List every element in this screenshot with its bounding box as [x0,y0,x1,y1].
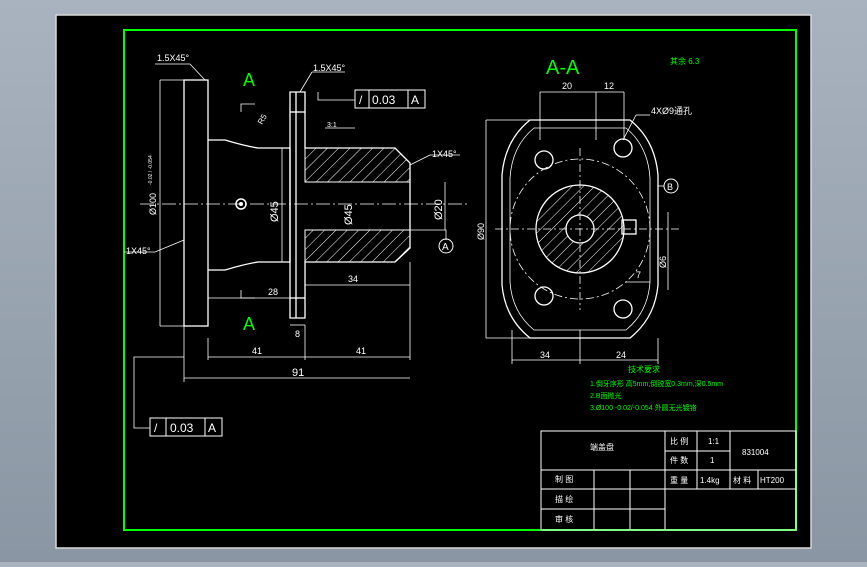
dimension-lines [124,63,460,429]
front-view-labels: 1.5X45° 1.5X45° 1X45° 1X45° Ø100 -0.02 /… [126,53,457,379]
dim-holes: 4XØ9通孔 [651,106,692,116]
section-labels: B 20 12 4XØ9通孔 Ø90 34 24 7 Ø6 [476,81,692,360]
section-dim-lines [485,91,680,364]
tol-top-datum: A [411,93,419,107]
check-label: 描 绘 [555,494,573,504]
weight-value: 1.4kg [700,476,720,485]
dim-taper: 3:1 [327,122,337,129]
dim-28: 28 [268,287,278,297]
roughness-note: 其余 6.3 [670,56,700,66]
dim-91: 91 [292,367,304,379]
tol-bottom-datum: A [208,421,216,435]
review-label: 审 核 [555,514,573,524]
dim-left-chamfer: 1X45° [126,246,151,256]
flange-disc [183,79,209,327]
view-mark-bottom: A [243,314,255,334]
notes-title: 技术要求 [628,364,660,374]
tol-top-symbol: / [359,93,363,107]
title-block [540,430,797,531]
tol-bottom-value: 0.03 [170,421,194,435]
part-name: 端盖盘 [590,442,614,452]
dim-7: 7 [636,270,641,280]
dim-41b: 41 [356,346,366,356]
section-title: A-A [546,57,580,79]
tol-bottom-symbol: / [154,421,158,435]
pin-slot [621,219,637,235]
section-hatch-lower [304,229,411,263]
dim-12: 12 [604,81,614,91]
dim-d45-outer: Ø45 [269,201,281,222]
dim-d20: Ø20 [433,199,445,220]
dim-flange-chamfer: 1.5X45° [157,53,190,63]
scale-value: 1:1 [708,437,720,446]
technical-notes: 技术要求 1.倒牙序形 高5mm,倒锐宽0.3mm,深0.5mm 2.B面抛光 … [590,364,723,412]
bolt-hole-2 [613,138,633,158]
note-2: 2.B面抛光 [590,391,622,400]
dim-20: 20 [562,81,572,91]
dim-8: 8 [295,329,300,339]
pin-hole [235,198,247,210]
drawing-border [123,29,797,531]
material-value: HT200 [760,476,785,485]
drawing-number: 831004 [742,448,769,457]
qty-label: 件 数 [670,455,688,465]
bolt-hole-3 [534,286,554,306]
dim-top-chamfer: 1.5X45° [313,63,346,73]
title-block-text: 端盖盘 比 例 1:1 件 数 1 831004 重 量 1.4kg 材 料 H… [555,436,785,524]
weight-label: 重 量 [670,475,688,485]
dim-d100: Ø100 [148,193,158,215]
note-1: 1.倒牙序形 高5mm,倒锐宽0.3mm,深0.5mm [590,379,723,388]
qty-value: 1 [710,456,715,465]
bolt-hole-1 [534,150,554,170]
dim-d100-tol: -0.02 / -0.054 [148,155,154,185]
view-mark-top: A [243,70,255,90]
dim-41a: 41 [252,346,262,356]
drawn-label: 制 图 [555,474,573,484]
material-label: 材 料 [733,475,751,485]
dim-d45-inner: Ø45 [343,204,355,225]
datum-a-symbol [438,238,454,254]
scale-label: 比 例 [670,436,688,446]
tol-top-value: 0.03 [372,93,396,107]
tolerance-frame-top: / 0.03 A [354,89,426,109]
tolerance-frame-bottom: / 0.03 A [149,417,223,437]
sheet-outer-frame [55,14,812,549]
dim-34b: 34 [540,350,550,360]
dim-34: 34 [348,274,358,284]
bolt-hole-4 [613,299,633,319]
flange-outline [501,119,659,339]
dim-right-chamfer: 1X45° [432,149,457,159]
view-labels: A A A-A 其余 6.3 [243,56,700,334]
datum-b-symbol [663,178,679,194]
dim-24: 24 [616,350,626,360]
datum-a-label: A [442,242,449,253]
datum-b-label: B [667,182,673,192]
dim-6: Ø6 [658,256,668,268]
dim-d90: Ø90 [476,223,486,240]
note-3: 3.Ø100 -0.02/-0.054 外圆无光镀铬 [590,403,697,412]
section-hatch-upper [304,147,411,183]
